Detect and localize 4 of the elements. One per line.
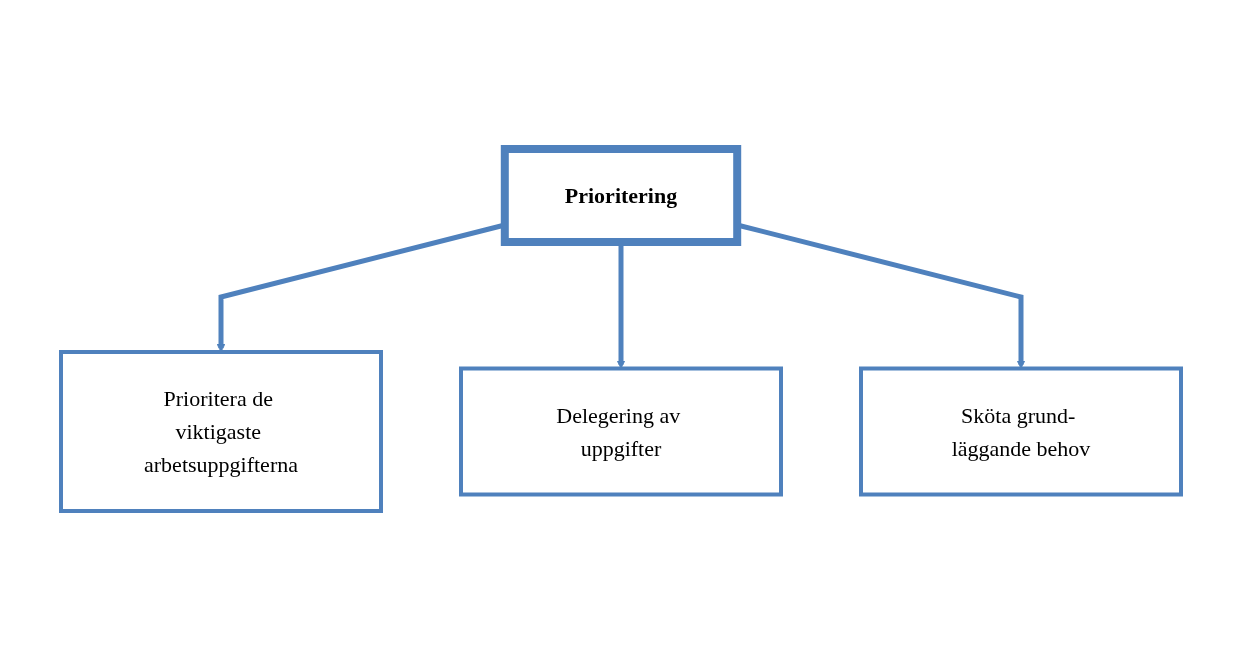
node-box: Prioritering [500,145,742,246]
node-box: Delegering av uppgifter [459,366,783,497]
node-box: Prioritera de viktigaste arbetsuppgifterna [59,350,383,513]
node-box: Sköta grund- läggande behov [859,366,1183,497]
